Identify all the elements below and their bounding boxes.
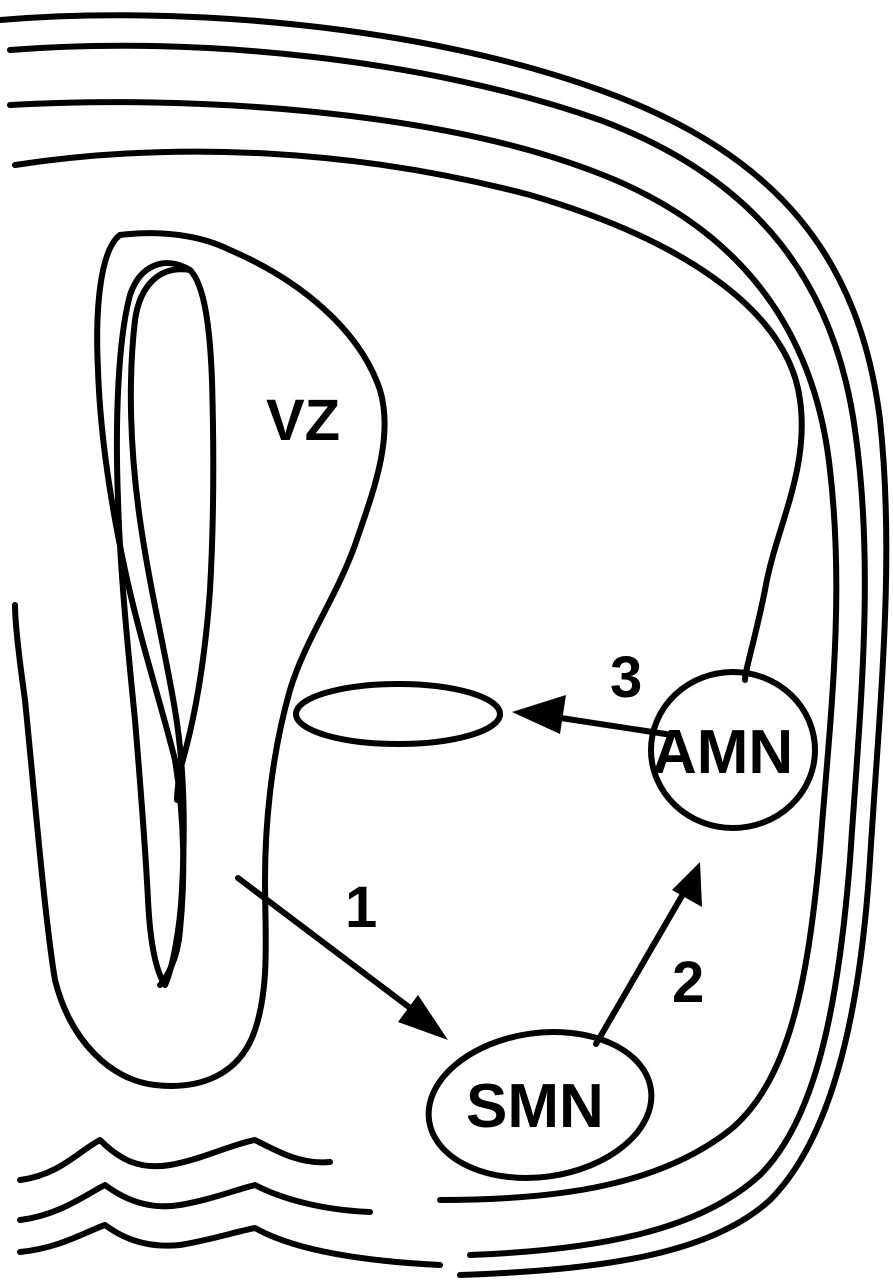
outer-contour-3 [10, 102, 836, 1200]
vz-label: VZ [266, 388, 340, 453]
amn-label: AMN [652, 718, 793, 787]
ventricle-lumen-edge [177, 270, 213, 800]
smn-label: SMN [466, 1072, 604, 1141]
vz-outer-boundary [15, 233, 385, 1086]
outer-contour-2 [10, 46, 865, 1255]
ventricle-lumen-inner [117, 263, 190, 985]
arrow-3-label: 3 [610, 645, 642, 710]
arrow-3-head [512, 695, 566, 734]
bottom-wave-2 [20, 1185, 370, 1220]
bottom-wave-1 [20, 1140, 330, 1180]
target-oval [296, 684, 500, 744]
arrow-1-label: 1 [345, 875, 377, 940]
arrow-2-label: 2 [672, 950, 704, 1015]
ventricle-lumen-outer [97, 235, 183, 985]
bottom-wave-3 [20, 1225, 440, 1265]
